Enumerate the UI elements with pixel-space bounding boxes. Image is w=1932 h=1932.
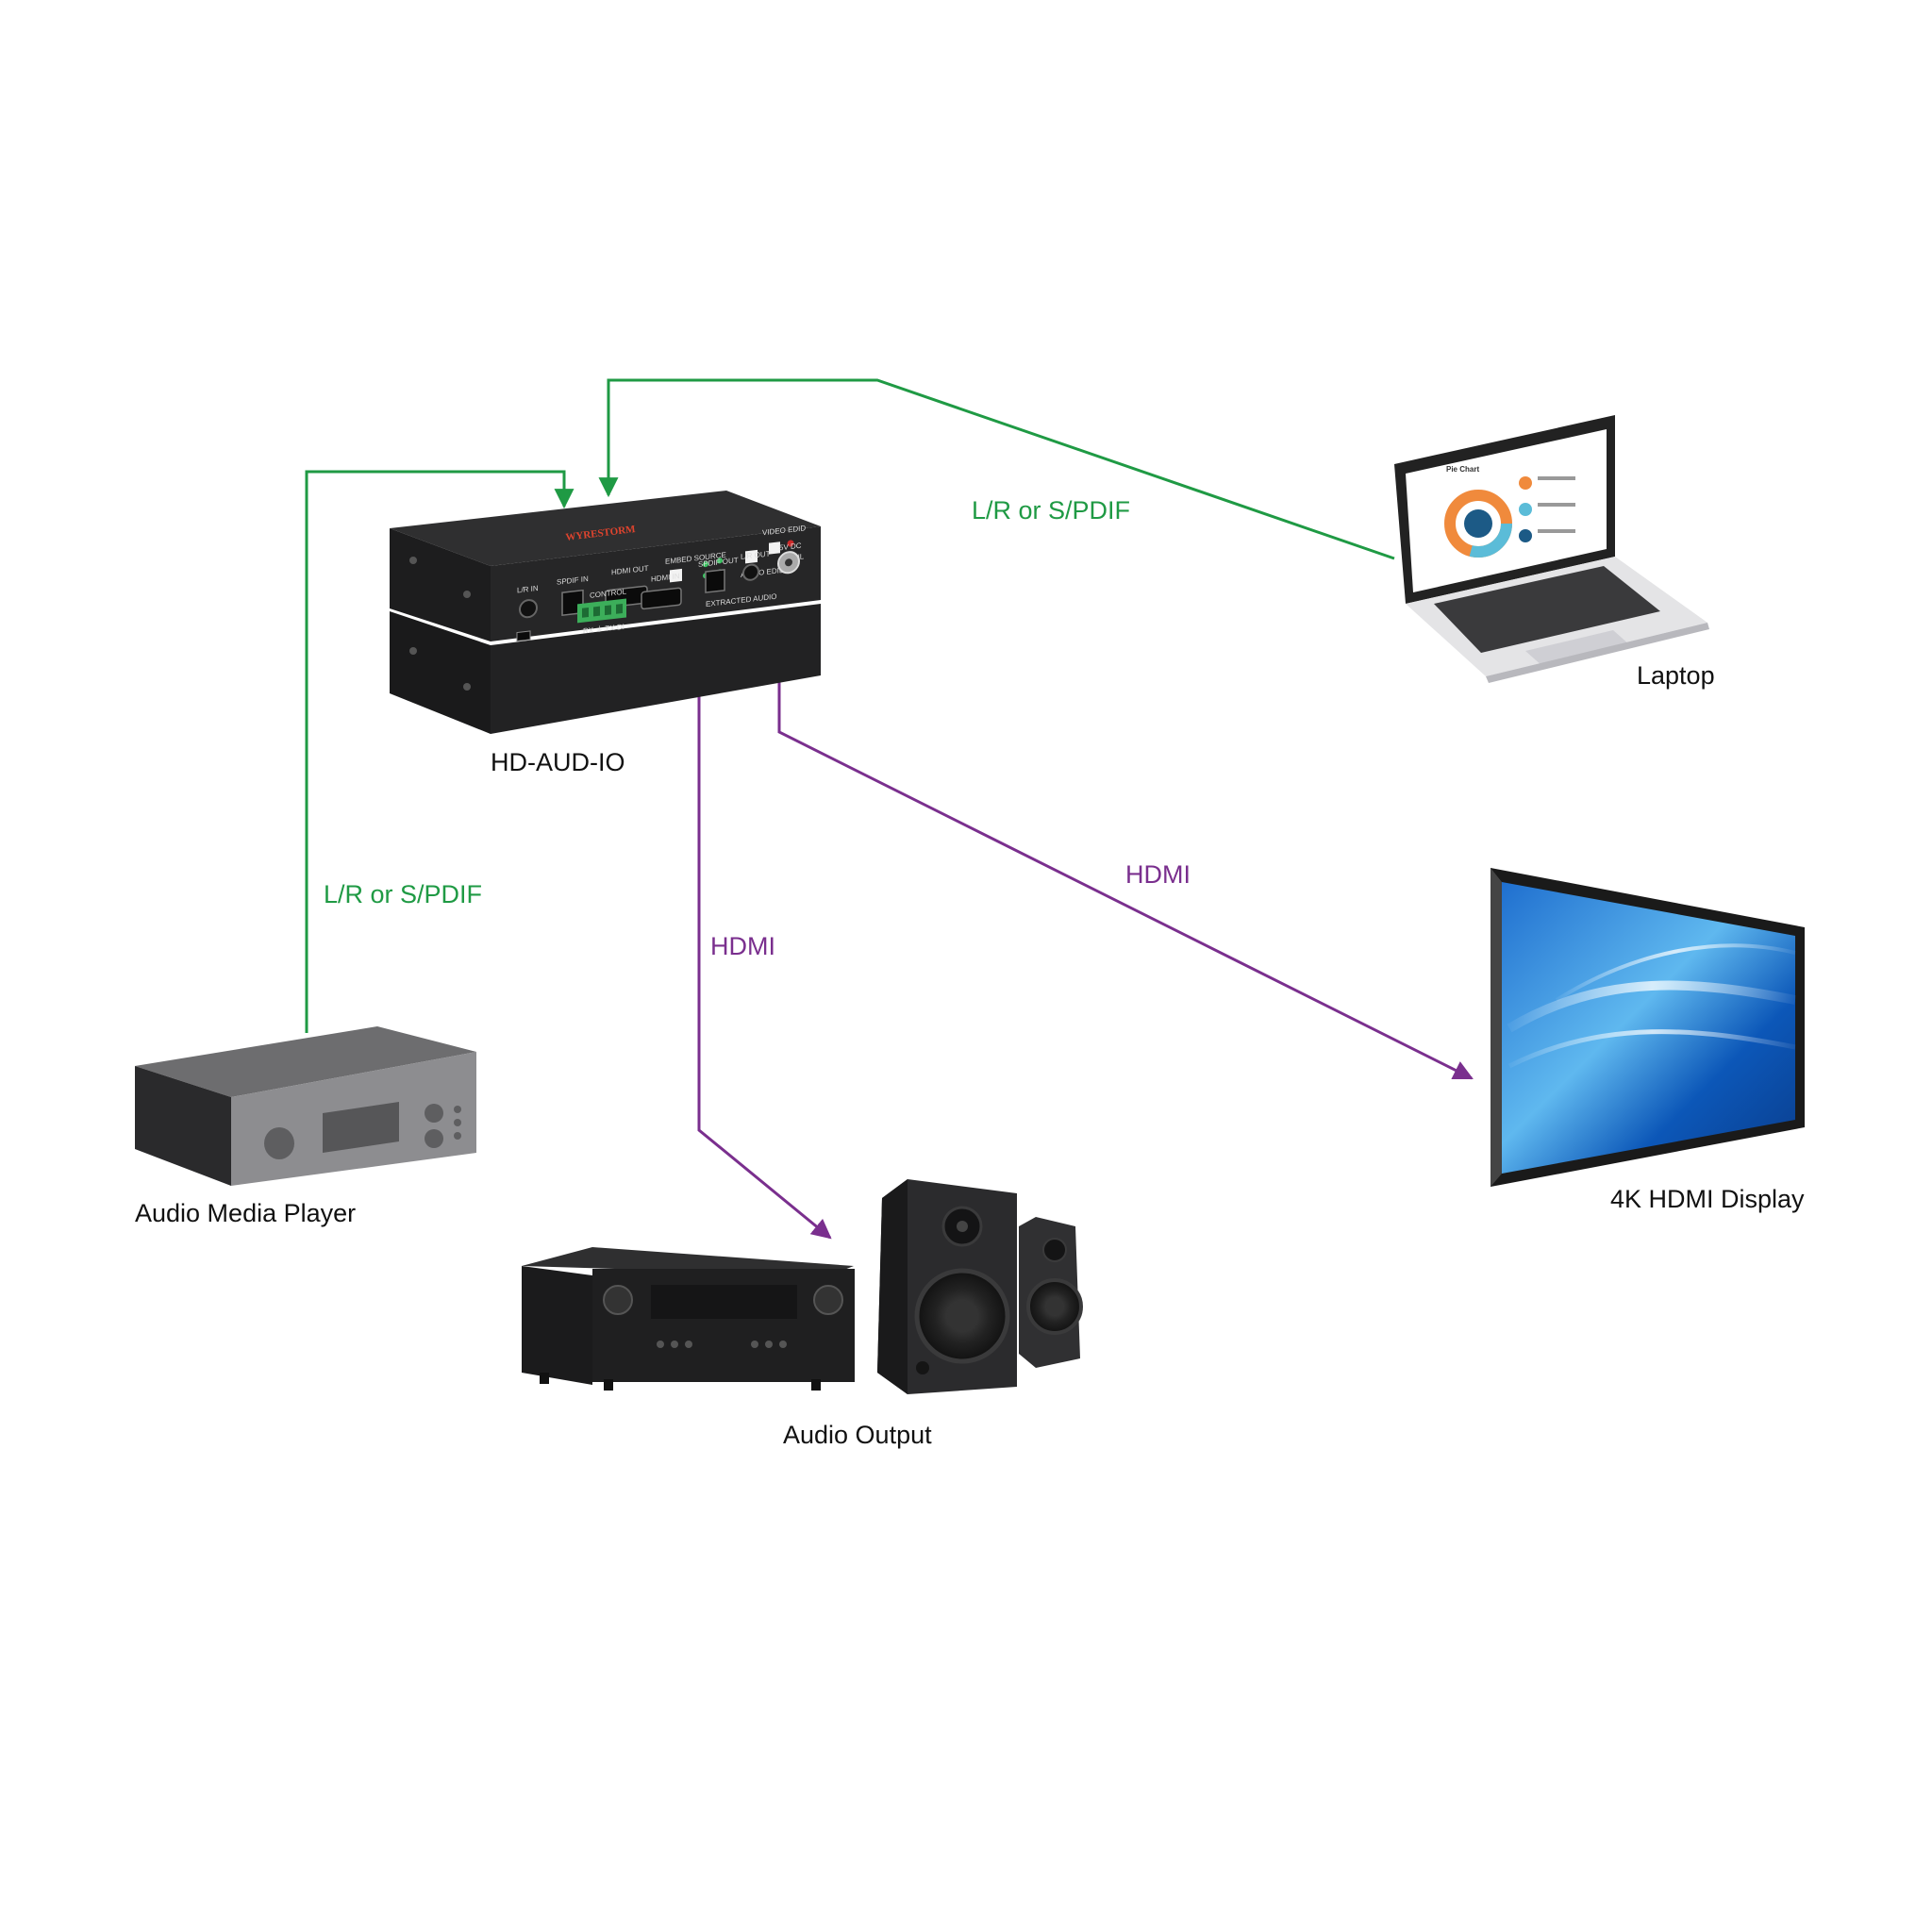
hub-label: HD-AUD-IO [491,748,625,776]
player-link-label: L/R or S/PDIF [324,880,482,908]
hd-aud-io-device: WYRESTORM L/R IN SPDIF IN HDMI OUT EMBED… [390,491,821,734]
port-label-control: CONTROL [590,587,627,599]
player-to-hub-line [305,470,575,1033]
port-label-lr-out: L/R OUT [741,549,771,561]
display-label: 4K HDMI Display [1610,1185,1805,1213]
port-label-hdmi-out: HDMI OUT [611,564,649,576]
hub-to-display-line [777,675,1474,1080]
player-label: Audio Media Player [135,1199,356,1227]
audio-output-link-label: HDMI [710,932,775,960]
audio-output-device [522,1179,1083,1394]
audio-media-player-device [135,1026,476,1186]
hub-to-audio-output-line [697,689,832,1240]
port-label-lr-in: L/R IN [517,584,539,595]
port-label-hdmi-in: HDMI IN [651,572,680,583]
connection-lines [305,378,1474,1240]
laptop-label: Laptop [1637,661,1715,690]
audio-output-label: Audio Output [783,1421,932,1449]
laptop-to-hub-line [598,378,1395,560]
laptop-link-label: L/R or S/PDIF [972,496,1130,525]
laptop-device: Pie Chart [1394,415,1709,683]
laptop-screen-title: Pie Chart [1446,465,1479,474]
port-label-spdif-in: SPDIF IN [557,575,589,587]
4k-display-device [1491,868,1805,1187]
port-label-5v-dc: 5V DC [779,541,802,553]
display-link-label: HDMI [1125,860,1191,889]
